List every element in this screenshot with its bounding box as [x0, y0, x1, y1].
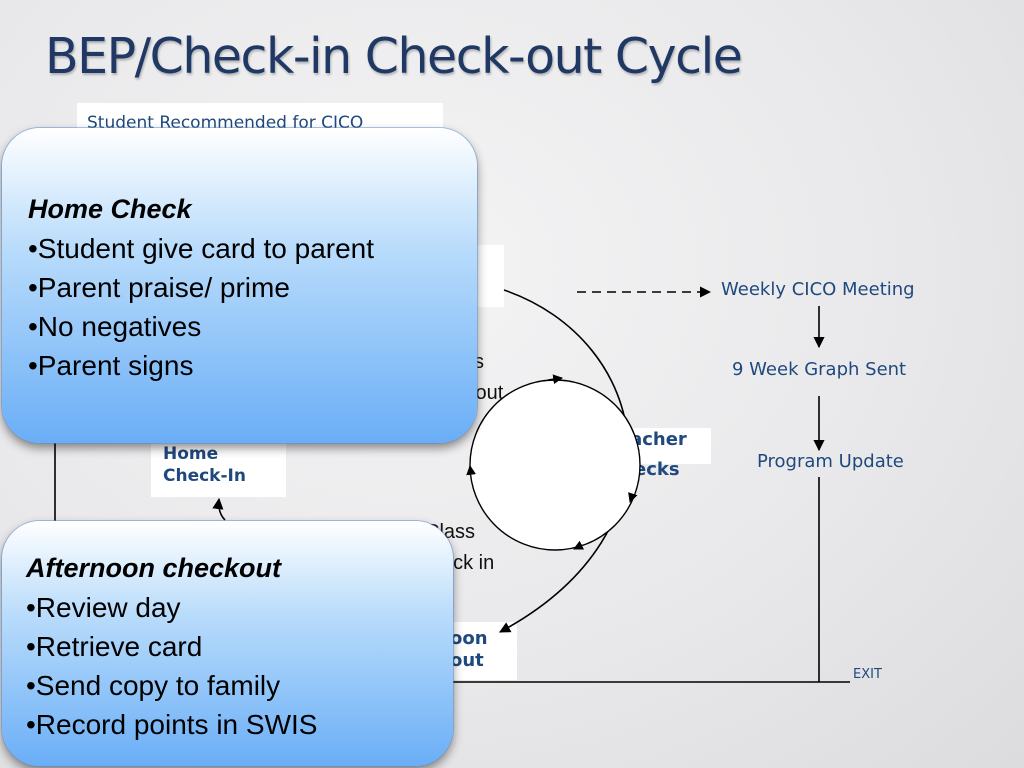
graph-sent-label: 9 Week Graph Sent: [732, 359, 907, 380]
home-check-item: •No negatives: [28, 311, 202, 342]
home-check-item: •Parent signs: [28, 350, 194, 381]
circle-arrow-left: [466, 465, 476, 476]
home-checkin-label-line1: Home: [163, 444, 219, 464]
class-cycle-circle: [469, 379, 641, 551]
home-check-title: Home Check: [28, 194, 192, 224]
afternoon-checkout-callout: Afternoon checkout •Review day •Retrieve…: [2, 521, 453, 766]
afternoon-checkout-item: •Send copy to family: [26, 670, 281, 701]
exit-label: EXIT: [853, 667, 882, 682]
home-checkin-box: Home Check-In: [151, 440, 286, 497]
circle-arrow-right: [628, 492, 638, 503]
afternoon-checkout-item: •Review day: [26, 592, 181, 623]
home-check-item: •Parent praise/ prime: [28, 272, 290, 303]
afternoon-checkout-item: •Retrieve card: [26, 631, 203, 662]
cycle-fragment-s: s: [474, 351, 484, 373]
afternoon-box-label-line1: oon: [450, 628, 488, 649]
afternoon-box-label-line2: out: [450, 650, 484, 671]
circle-arrow-top: [547, 374, 563, 385]
home-check-item: •Student give card to parent: [28, 233, 375, 264]
cycle-fragment-check-in: eck in: [442, 552, 495, 574]
program-update-label: Program Update: [757, 451, 904, 472]
circle-arrow-bottom: [573, 540, 585, 550]
page-title: BEP/Check-in Check-out Cycle: [45, 28, 743, 85]
afternoon-checkout-title: Afternoon checkout: [26, 553, 282, 583]
arrow-to-home-checkin: [212, 497, 226, 521]
home-checkin-label-line2: Check-In: [163, 466, 246, 486]
home-check-callout: Home Check •Student give card to parent …: [2, 128, 477, 443]
afternoon-checkout-item: •Record points in SWIS: [26, 709, 318, 740]
weekly-meeting-label: Weekly CICO Meeting: [721, 279, 915, 300]
